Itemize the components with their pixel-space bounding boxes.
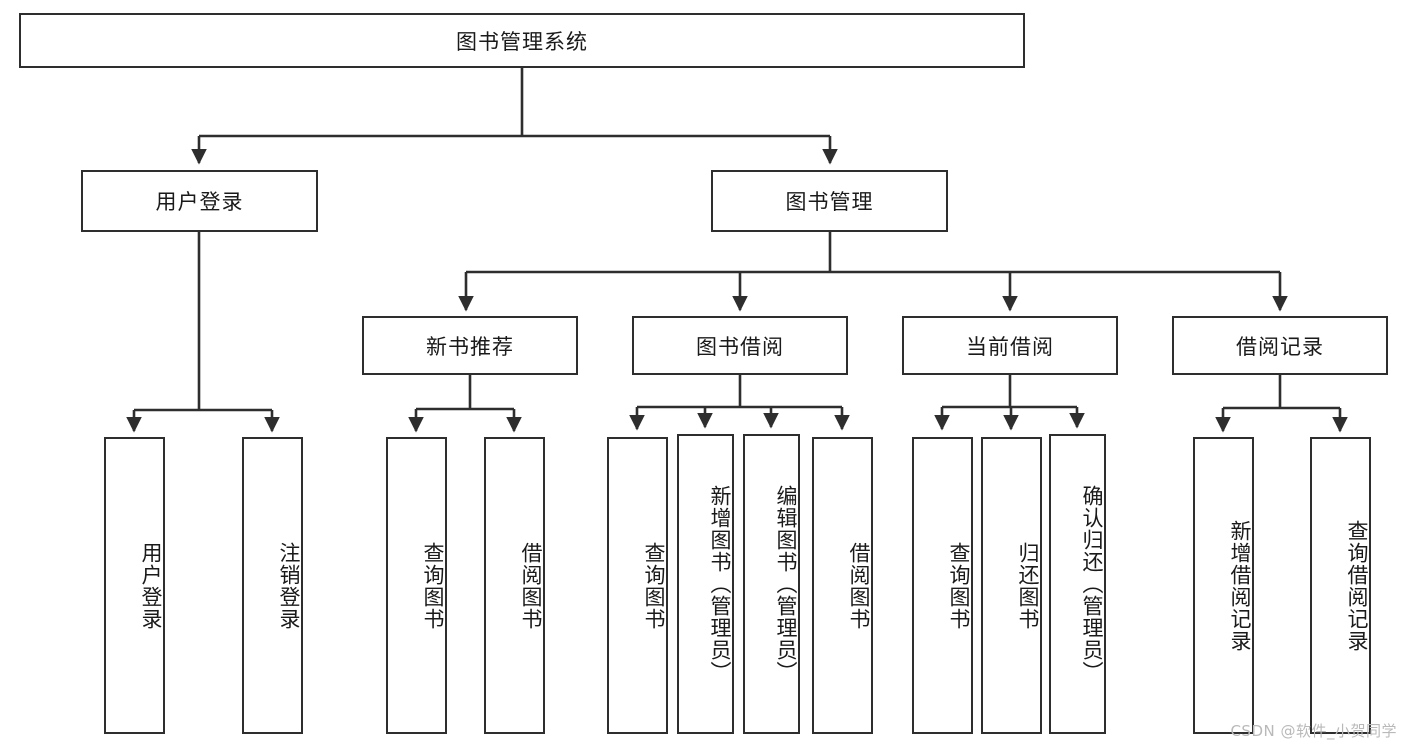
- node-leaf-confirm-return-admin[interactable]: 确认归还（管理员）: [1049, 434, 1106, 734]
- node-leaf-query-book-current[interactable]: 查询图书: [912, 437, 973, 734]
- node-leaf-return-book[interactable]: 归还图书: [981, 437, 1042, 734]
- node-level2-book-management[interactable]: 图书管理: [711, 170, 948, 232]
- node-leaf-borrow-book-rec[interactable]: 借阅图书: [484, 437, 545, 734]
- node-leaf-borrow-book[interactable]: 借阅图书: [812, 437, 873, 734]
- node-leaf-add-book-admin[interactable]: 新增图书（管理员）: [677, 434, 734, 734]
- node-leaf-query-book-borrow[interactable]: 查询图书: [607, 437, 668, 734]
- node-leaf-logout[interactable]: 注销登录: [242, 437, 303, 734]
- node-leaf-edit-book-admin[interactable]: 编辑图书（管理员）: [743, 434, 800, 734]
- node-level3-current-borrow[interactable]: 当前借阅: [902, 316, 1118, 375]
- node-root[interactable]: 图书管理系统: [19, 13, 1025, 68]
- node-leaf-add-borrow-record[interactable]: 新增借阅记录: [1193, 437, 1254, 734]
- node-level2-user-login[interactable]: 用户登录: [81, 170, 318, 232]
- watermark: CSDN @软件_小贺同学: [1230, 722, 1397, 740]
- node-leaf-query-borrow-record[interactable]: 查询借阅记录: [1310, 437, 1371, 734]
- node-leaf-user-login[interactable]: 用户登录: [104, 437, 165, 734]
- node-leaf-query-book-rec[interactable]: 查询图书: [386, 437, 447, 734]
- node-level3-new-book-recommend[interactable]: 新书推荐: [362, 316, 578, 375]
- node-level3-book-borrow[interactable]: 图书借阅: [632, 316, 848, 375]
- node-level3-borrow-record[interactable]: 借阅记录: [1172, 316, 1388, 375]
